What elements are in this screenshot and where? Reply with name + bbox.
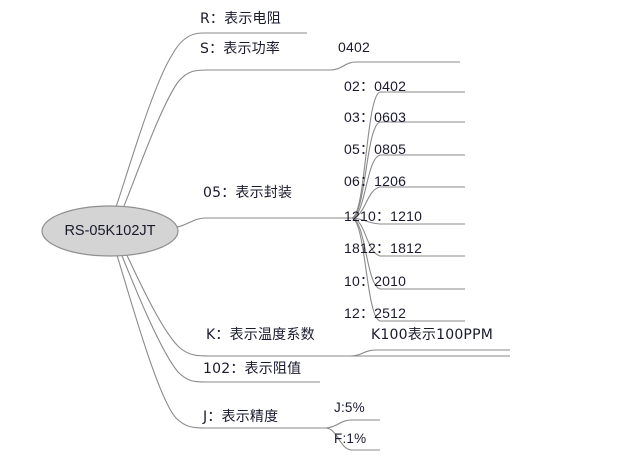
branch-label-j[interactable]: J：表示精度 xyxy=(203,409,279,425)
wire-pkg-to-10 xyxy=(351,217,465,290)
wire-pkg-to-05 xyxy=(351,154,465,219)
branch-label-pkg[interactable]: 05：表示封装 xyxy=(203,185,293,201)
sub-label-pkg-1210[interactable]: 1210：1210 xyxy=(344,208,423,224)
wire-pkg-to-12 xyxy=(351,217,465,322)
wire-pkg-to-1812 xyxy=(351,217,465,257)
wire-pkg-to-03 xyxy=(351,121,465,219)
wire-pkg-to-02 xyxy=(351,91,465,219)
sub-label-pkg-02[interactable]: 02：0402 xyxy=(344,78,407,94)
wire-j-to-f1 xyxy=(325,427,380,451)
sub-label-j5[interactable]: J:5% xyxy=(334,400,365,415)
wire-root-to-j xyxy=(113,245,326,429)
sub-label-pkg-03[interactable]: 03：0603 xyxy=(344,109,407,125)
root-node-label: RS-05K102JT xyxy=(64,222,156,239)
wire-root-to-k xyxy=(121,244,510,357)
branch-label-r[interactable]: R：表示电阻 xyxy=(200,11,281,27)
wire-k-to-k100 xyxy=(349,349,510,357)
wire-root-to-s xyxy=(117,69,330,221)
sub-label-pkg-05[interactable]: 05：0805 xyxy=(344,141,407,157)
branch-label-res[interactable]: 102：表示阻值 xyxy=(203,361,302,377)
branch-label-s[interactable]: S：表示功率 xyxy=(200,41,281,57)
sub-label-f1[interactable]: F:1% xyxy=(334,431,367,446)
sub-label-pkg-1812[interactable]: 1812：1812 xyxy=(344,240,423,256)
sub-label-s-0402[interactable]: 0402 xyxy=(338,39,370,55)
wire-pkg-to-1210 xyxy=(351,217,465,225)
wire-root-to-res xyxy=(117,245,320,383)
wire-s-to-0402 xyxy=(329,61,460,71)
wire-root-to-r xyxy=(111,32,307,219)
sub-label-k100[interactable]: K100表示100PPM xyxy=(371,327,493,343)
sub-label-pkg-10[interactable]: 10：2010 xyxy=(344,273,407,289)
wire-pkg-to-06 xyxy=(351,186,465,219)
wire-root-to-pkg xyxy=(167,217,352,229)
root-node-ellipse[interactable] xyxy=(41,205,179,257)
sub-label-pkg-12[interactable]: 12：2512 xyxy=(344,305,407,321)
wire-j-to-j5 xyxy=(325,419,380,429)
sub-label-pkg-06[interactable]: 06：1206 xyxy=(344,173,407,189)
branch-label-k[interactable]: K：表示温度系数 xyxy=(206,327,315,343)
